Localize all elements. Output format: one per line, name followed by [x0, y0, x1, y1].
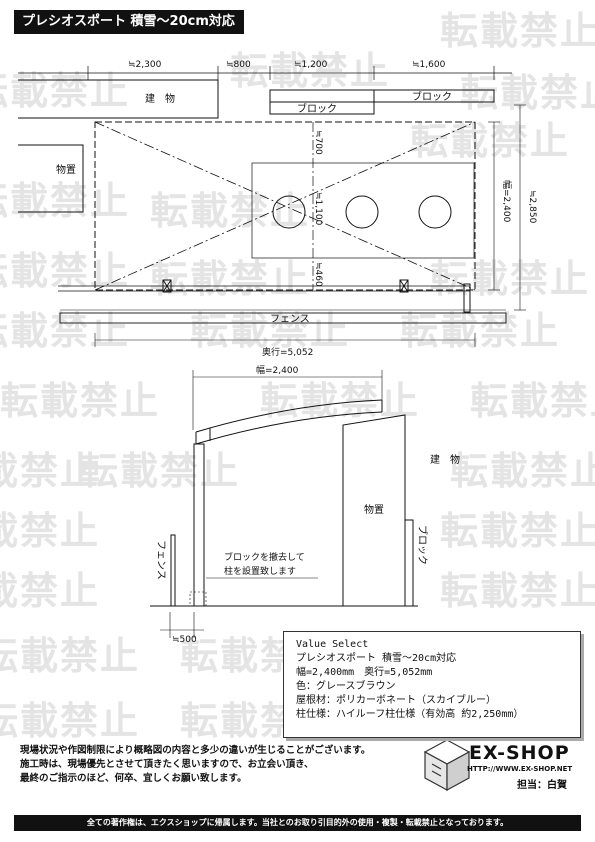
plan-height-dim: ≒2,850	[527, 190, 537, 224]
plan-block-label-2: ブロック	[412, 90, 452, 103]
note-line: 現場状況や作図制限により概略図の内容と多少の違いが生じることがございます。	[20, 745, 371, 756]
elevation-storage-label: 物置	[364, 503, 384, 516]
dim-top-800: ≒800	[226, 60, 251, 70]
dim-700: ≒700	[313, 130, 323, 155]
logo-url: HTTP://WWW.EX-SHOP.NET	[467, 765, 573, 773]
spec-product: プレシオスポート 積雪～20cm対応	[296, 653, 457, 664]
plan-depth-dim: 奥行=5,052	[262, 346, 313, 358]
dim-top-2300: ≒2,300	[128, 60, 162, 70]
dim-top-1600: ≒1,600	[412, 60, 446, 70]
spec-box: Value Select プレシオスポート 積雪～20cm対応 幅=2,400m…	[283, 631, 581, 738]
dim-460: ≒460	[313, 262, 323, 287]
spec-roof: 屋根材：ポリカーボネート（スカイブルー）	[296, 695, 496, 706]
elevation-block-label: ブロック	[416, 525, 429, 565]
spec-series: Value Select	[296, 639, 369, 650]
plan-storage-label: 物置	[56, 163, 76, 176]
spec-post: 柱仕様：ハイルーフ柱仕様（有効高 約2,250mm）	[296, 709, 524, 720]
elevation-building-label: 建 物	[430, 453, 460, 466]
elevation-width-dim: 幅=2,400	[256, 364, 299, 376]
dim-1100: ≒1,100	[313, 192, 323, 226]
brand-logo: EX-SHOP HTTP://WWW.EX-SHOP.NET 担当：白賀	[413, 736, 585, 798]
copyright-footer: 全ての著作権は、エクスショップに帰属します。当社とのお取り引目的外の使用・複製・…	[14, 815, 581, 831]
elevation-note-line2: 柱を設置致します	[224, 565, 296, 577]
dim-500: ≒500	[172, 635, 197, 645]
dim-top-1200: ≒1,200	[294, 60, 328, 70]
plan-building-label: 建 物	[145, 92, 175, 105]
plan-block-label-1: ブロック	[297, 102, 337, 115]
elevation-fence-label: フェンス	[155, 540, 166, 580]
logo-name: EX-SHOP	[469, 742, 570, 764]
person-in-charge: 担当：白賀	[517, 780, 567, 791]
elevation-view	[150, 370, 418, 638]
spec-size: 幅=2,400mm 奥行=5,052mm	[296, 667, 433, 678]
plan-width-dim: 幅=2,400	[501, 180, 513, 223]
page-title: プレシオスポート 積雪～20cm対応	[14, 10, 244, 34]
note-line: 施工時は、現場優先とさせて頂きたく思いますので、お立会い頂き、	[20, 759, 314, 770]
plan-fence-label: フェンス	[270, 314, 310, 325]
spec-color: 色：グレースブラウン	[296, 681, 396, 692]
note-line: 最終のご指示のほど、何卒、宜しくお願い致します。	[20, 773, 247, 784]
plan-view	[18, 66, 526, 347]
logo-cube-icon	[423, 739, 471, 792]
elevation-note-line1: ブロックを撤去して	[224, 551, 305, 563]
notes-block: 現場状況や作図制限により概略図の内容と多少の違いが生じることがございます。 施工…	[20, 744, 410, 786]
